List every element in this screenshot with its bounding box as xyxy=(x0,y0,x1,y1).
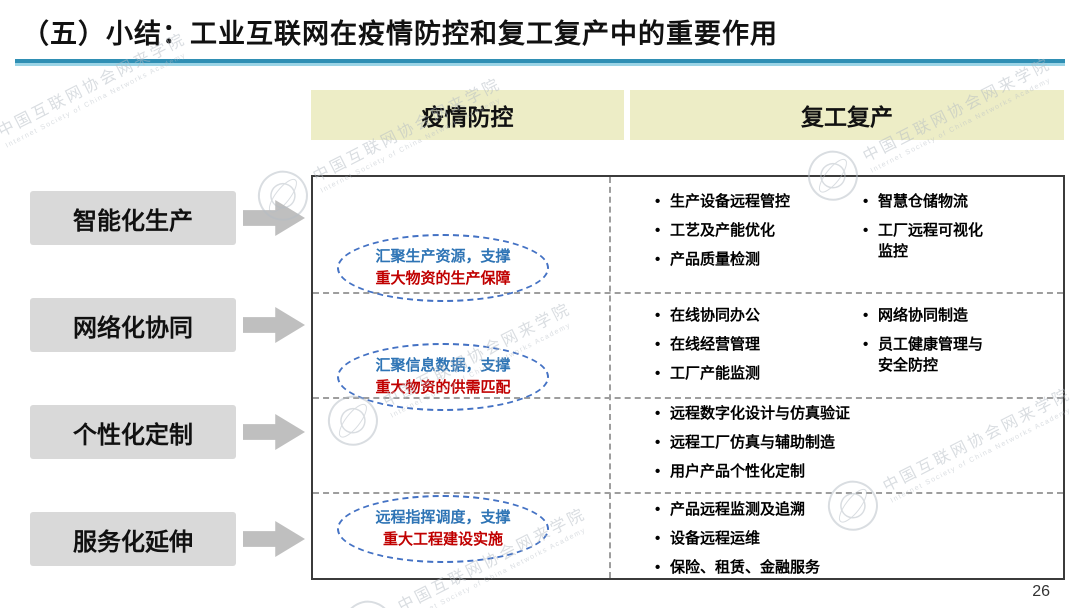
bullet-list-row1-col2: 智慧仓储物流 工厂远程可视化监控 xyxy=(861,191,993,270)
bullet-item: 设备远程运维 xyxy=(653,528,933,549)
bullet-item: 在线经营管理 xyxy=(653,334,805,355)
epidemic-note-1: 汇聚生产资源，支撑 重大物资的生产保障 xyxy=(337,234,549,302)
category-box-1: 智能化生产 xyxy=(30,191,236,245)
bullet-item: 保险、租赁、金融服务 xyxy=(653,557,933,578)
category-box-4: 服务化延伸 xyxy=(30,512,236,566)
bullet-item: 产品质量检测 xyxy=(653,249,805,270)
bullet-item: 远程工厂仿真与辅助制造 xyxy=(653,432,933,453)
column-header-epidemic: 疫情防控 xyxy=(311,90,624,140)
page-number: 26 xyxy=(1032,583,1050,600)
category-label-2: 网络化协同 xyxy=(73,314,193,342)
category-label-1: 智能化生产 xyxy=(73,207,193,235)
bullet-item: 工厂产能监测 xyxy=(653,363,805,384)
category-label-3: 个性化定制 xyxy=(73,421,193,449)
bullet-item: 用户产品个性化定制 xyxy=(653,461,933,482)
note-emphasis: 重大物资的供需匹配 xyxy=(375,379,511,396)
bullet-item: 在线协同办公 xyxy=(653,305,805,326)
right-arrow-icon xyxy=(243,521,305,557)
bullet-list-row2-col1: 在线协同办公 在线经营管理 工厂产能监测 xyxy=(653,305,805,392)
note-lead: 远程指挥调度，支撑 xyxy=(375,509,511,526)
note-emphasis: 重大工程建设实施 xyxy=(382,531,503,548)
epidemic-note-3: 远程指挥调度，支撑 重大工程建设实施 xyxy=(337,495,549,563)
bullet-item: 工艺及产能优化 xyxy=(653,220,805,241)
bullet-item: 生产设备远程管控 xyxy=(653,191,805,212)
row-divider-1 xyxy=(313,292,1063,294)
academy-seal-icon xyxy=(342,600,393,608)
bullet-item: 工厂远程可视化监控 xyxy=(861,220,993,262)
bullet-item: 网络协同制造 xyxy=(861,305,993,326)
bullet-item: 员工健康管理与安全防控 xyxy=(861,334,993,376)
right-arrow-icon xyxy=(243,200,305,236)
academy-seal-icon xyxy=(0,116,3,186)
note-lead: 汇聚信息数据，支撑 xyxy=(375,357,511,374)
bullet-item: 智慧仓储物流 xyxy=(861,191,993,212)
right-arrow-icon xyxy=(243,307,305,343)
category-box-2: 网络化协同 xyxy=(30,298,236,352)
page-title: （五）小结：工业互联网在疫情防控和复工复产中的重要作用 xyxy=(22,19,778,49)
category-label-4: 服务化延伸 xyxy=(73,528,193,556)
right-arrow-icon xyxy=(243,414,305,450)
title-divider xyxy=(15,59,1065,66)
row-divider-2 xyxy=(313,397,1063,399)
row-divider-3 xyxy=(313,492,1063,494)
bullet-item: 产品远程监测及追溯 xyxy=(653,499,933,520)
category-box-3: 个性化定制 xyxy=(30,405,236,459)
matrix-box: 汇聚生产资源，支撑 重大物资的生产保障 汇聚信息数据，支撑 重大物资的供需匹配 … xyxy=(311,175,1065,580)
bullet-list-row1-col1: 生产设备远程管控 工艺及产能优化 产品质量检测 xyxy=(653,191,805,278)
epidemic-note-2: 汇聚信息数据，支撑 重大物资的供需匹配 xyxy=(337,343,549,411)
bullet-list-row2-col2: 网络协同制造 员工健康管理与安全防控 xyxy=(861,305,993,384)
bullet-list-row4: 产品远程监测及追溯 设备远程运维 保险、租赁、金融服务 xyxy=(653,499,933,586)
column-header-resumption: 复工复产 xyxy=(630,90,1064,140)
note-emphasis: 重大物资的生产保障 xyxy=(375,270,511,287)
bullet-list-row3: 远程数字化设计与仿真验证 远程工厂仿真与辅助制造 用户产品个性化定制 xyxy=(653,403,933,490)
bullet-item: 远程数字化设计与仿真验证 xyxy=(653,403,933,424)
note-lead: 汇聚生产资源，支撑 xyxy=(375,248,511,265)
column-divider xyxy=(609,177,611,578)
